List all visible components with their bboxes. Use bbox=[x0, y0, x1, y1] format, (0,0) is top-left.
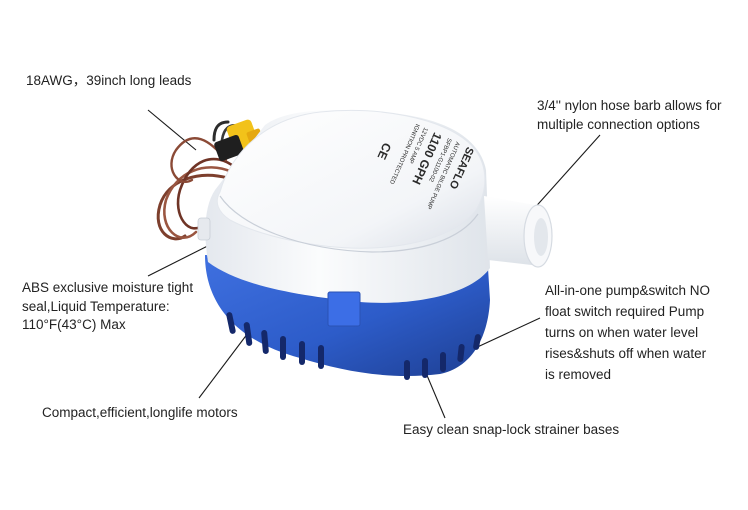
leader-barb bbox=[530, 134, 601, 213]
callout-switch-line-5: is removed bbox=[545, 367, 612, 382]
callout-abs-line-2: seal,Liquid Temperature: bbox=[22, 298, 170, 314]
callout-hose-barb: 3/4'' nylon hose barb allows for multipl… bbox=[537, 97, 722, 134]
callout-leads: 18AWG，39inch long leads bbox=[26, 73, 192, 88]
leader-leads bbox=[147, 109, 197, 151]
leader-motor bbox=[198, 332, 249, 399]
callout-switch-line-3: turns on when water level bbox=[545, 325, 699, 340]
power-leads bbox=[156, 120, 240, 241]
callout-abs-line-3: 110°F(43°C) Max bbox=[22, 317, 126, 332]
callout-switch-line-4: rises&shuts off when water bbox=[545, 346, 707, 361]
callout-motor: Compact,efficient,longlife motors bbox=[42, 405, 238, 420]
callout-hose-barb-line-2: multiple connection options bbox=[537, 116, 700, 132]
callout-auto-switch: All-in-one pump&switch NO float switch r… bbox=[545, 280, 710, 385]
callout-abs-line-1: ABS exclusive moisture tight bbox=[22, 280, 194, 295]
ce-mark: CE bbox=[374, 141, 394, 162]
strainer-slots bbox=[226, 312, 481, 380]
callout-switch-line-2: float switch required Pump bbox=[545, 304, 705, 319]
leader-strainer bbox=[425, 372, 446, 419]
callout-switch-line-1: All-in-one pump&switch NO bbox=[545, 283, 711, 298]
callout-strainer: Easy clean snap-lock strainer bases bbox=[403, 422, 620, 437]
hose-barb bbox=[484, 196, 553, 268]
pump-housing bbox=[197, 109, 490, 327]
callout-abs-seal: ABS exclusive moisture tight seal,Liquid… bbox=[22, 279, 193, 335]
callout-hose-barb-line-1: 3/4'' nylon hose barb allows for bbox=[537, 98, 722, 113]
